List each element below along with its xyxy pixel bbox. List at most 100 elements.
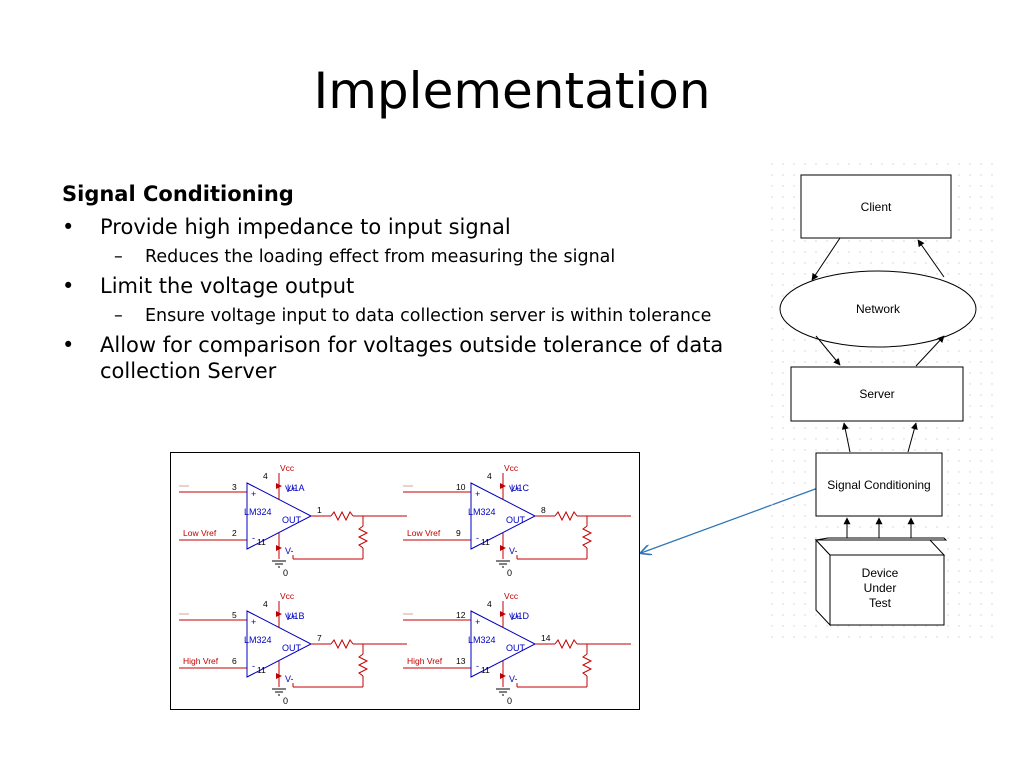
bullet-item: Provide high impedance to input signal bbox=[62, 214, 742, 240]
device-label-line1: Device bbox=[862, 566, 899, 580]
network-label: Network bbox=[856, 302, 901, 316]
vref-label: Low Vref bbox=[407, 528, 441, 538]
series-resistor bbox=[330, 510, 354, 522]
architecture-canvas: Client Network Server Signal Conditionin… bbox=[771, 163, 993, 638]
opamp-ref: U1A bbox=[287, 483, 305, 493]
plus-sign: + bbox=[251, 617, 256, 627]
pin-vee-number: 11 bbox=[481, 537, 490, 547]
pin-vee-number: 11 bbox=[481, 665, 490, 675]
device-label-line2: Under bbox=[864, 581, 897, 595]
server-box bbox=[790, 366, 964, 422]
opamp-ref: U1D bbox=[511, 611, 530, 621]
out-label: OUT bbox=[506, 643, 526, 653]
vcc-arrow bbox=[500, 483, 506, 489]
minus-sign: - bbox=[252, 533, 255, 543]
vee-arrow bbox=[500, 673, 506, 679]
opamp-symbol bbox=[246, 610, 313, 678]
series-resistor bbox=[554, 638, 578, 650]
pin-out-number: 7 bbox=[317, 633, 322, 643]
pin-vcc-number: 4 bbox=[263, 471, 268, 481]
minus-sign: - bbox=[476, 661, 479, 671]
pin-in-plus-number: 5 bbox=[232, 610, 237, 620]
arrow-sc-to-server bbox=[841, 422, 851, 453]
vcc-label: Vcc bbox=[504, 591, 519, 601]
plus-sign: + bbox=[251, 489, 256, 499]
shunt-resistor bbox=[357, 525, 369, 549]
vcc-label: Vcc bbox=[280, 591, 295, 601]
pin-in-minus-number: 13 bbox=[456, 656, 466, 666]
bullet-item: Allow for comparison for voltages outsid… bbox=[62, 332, 742, 384]
part-label: LM324 bbox=[468, 507, 496, 517]
pin-in-plus-number: 12 bbox=[456, 610, 466, 620]
vcc-arrow bbox=[500, 611, 506, 617]
vplus-label: V+ bbox=[285, 612, 296, 622]
minus-sign: - bbox=[476, 533, 479, 543]
vminus-label: V- bbox=[509, 546, 518, 556]
arrow-server-to-network bbox=[915, 335, 945, 367]
pin-in-minus-number: 2 bbox=[232, 528, 237, 538]
opamp-ref: U1B bbox=[287, 611, 305, 621]
out-label: OUT bbox=[282, 515, 302, 525]
pin-in-minus-number: 9 bbox=[456, 528, 461, 538]
pin-out-number: 14 bbox=[541, 633, 551, 643]
plus-sign: + bbox=[475, 617, 480, 627]
shunt-resistor bbox=[581, 653, 593, 677]
arrow-sc-to-server-2 bbox=[907, 422, 918, 453]
server-label: Server bbox=[859, 387, 894, 401]
vref-label: High Vref bbox=[183, 656, 219, 666]
slide-title: Implementation bbox=[313, 62, 711, 120]
pin-out-number: 1 bbox=[317, 505, 322, 515]
pin-vcc-number: 4 bbox=[487, 599, 492, 609]
client-box bbox=[800, 174, 952, 239]
bullet-item: Limit the voltage output bbox=[62, 273, 742, 299]
pin-in-plus-number: 10 bbox=[456, 482, 466, 492]
vee-arrow bbox=[276, 545, 282, 551]
architecture-diagram: Client Network Server Signal Conditionin… bbox=[768, 160, 998, 650]
sub-bullet-item: Reduces the loading effect from measurin… bbox=[62, 246, 742, 269]
signal-conditioning-box bbox=[815, 452, 943, 517]
vee-arrow bbox=[276, 673, 282, 679]
series-resistor bbox=[554, 510, 578, 522]
vcc-label: Vcc bbox=[280, 463, 295, 473]
out-label: OUT bbox=[506, 515, 526, 525]
shunt-resistor bbox=[581, 525, 593, 549]
vplus-label: V+ bbox=[509, 612, 520, 622]
vminus-label: V- bbox=[509, 674, 518, 684]
out-label: OUT bbox=[282, 643, 302, 653]
vminus-label: V- bbox=[285, 546, 294, 556]
part-label: LM324 bbox=[244, 507, 272, 517]
network-ellipse bbox=[779, 270, 977, 348]
ground-label: 0 bbox=[283, 696, 288, 706]
arrow-network-to-server bbox=[815, 335, 841, 366]
vplus-label: V+ bbox=[285, 484, 296, 494]
vee-arrow bbox=[500, 545, 506, 551]
arrow-client-to-network bbox=[811, 237, 841, 281]
vcc-label: Vcc bbox=[504, 463, 519, 473]
vcc-arrow bbox=[276, 611, 282, 617]
pin-in-minus-number: 6 bbox=[232, 656, 237, 666]
vref-label: High Vref bbox=[407, 656, 443, 666]
device-under-test-box bbox=[814, 537, 948, 627]
vcc-arrow bbox=[276, 483, 282, 489]
ground-label: 0 bbox=[507, 568, 512, 578]
vplus-label: V+ bbox=[509, 484, 520, 494]
plus-sign: + bbox=[475, 489, 480, 499]
pin-vcc-number: 4 bbox=[263, 599, 268, 609]
shunt-resistor bbox=[357, 653, 369, 677]
pin-vcc-number: 4 bbox=[487, 471, 492, 481]
series-resistor bbox=[330, 638, 354, 650]
client-label: Client bbox=[861, 200, 892, 214]
opamp-symbol bbox=[470, 482, 537, 550]
pin-vee-number: 11 bbox=[257, 537, 266, 547]
vminus-label: V- bbox=[285, 674, 294, 684]
signal-conditioning-label: Signal Conditioning bbox=[827, 478, 930, 492]
pin-out-number: 8 bbox=[541, 505, 546, 515]
content-body: Signal Conditioning Provide high impedan… bbox=[62, 182, 742, 390]
pin-in-plus-number: 3 bbox=[232, 482, 237, 492]
